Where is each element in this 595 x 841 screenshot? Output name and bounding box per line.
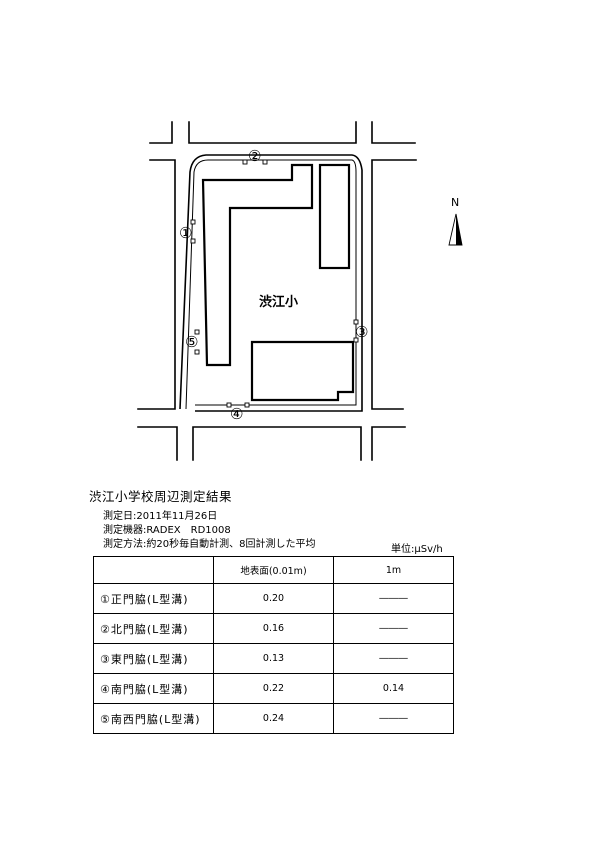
road-edge (371, 159, 417, 410)
measurement-method: 測定方法:約20秒毎自動計測、8回計測した平均 (103, 539, 316, 550)
road-edge (137, 426, 178, 461)
row-surface-value: 0.20 (213, 583, 334, 614)
row-surface-value: 0.16 (213, 613, 334, 644)
row-1m-value: ――― (333, 613, 454, 644)
road-edge (149, 121, 173, 144)
results-table: 地表面(0.01m) 1m ①正門脇(L型溝) 0.20 ――― ②北門脇(L型… (93, 556, 454, 734)
row-location: ⑤南西門脇(L型溝) (93, 703, 214, 734)
marker-2: ② (248, 147, 261, 165)
row-1m-value: ――― (333, 583, 454, 614)
table-header-row: 地表面(0.01m) 1m (93, 556, 454, 584)
table-row: ④南門脇(L型溝) 0.22 0.14 (93, 673, 454, 704)
report-title: 渋江小学校周辺測定結果 (89, 489, 233, 504)
marker-3: ③ (355, 323, 368, 341)
row-1m-value: 0.14 (333, 673, 454, 704)
marker-4: ④ (230, 405, 243, 423)
row-location: ①正門脇(L型溝) (93, 583, 214, 614)
building-west (201, 163, 314, 367)
row-surface-value: 0.13 (213, 643, 334, 674)
building-east (318, 163, 351, 270)
row-1m-value: ――― (333, 703, 454, 734)
table-row: ⑤南西門脇(L型溝) 0.24 ――― (93, 703, 454, 734)
road-edge (137, 159, 176, 410)
header-location (93, 556, 214, 584)
measurement-date: 測定日:2011年11月26日 (103, 511, 218, 522)
road-edge (188, 121, 357, 144)
row-surface-value: 0.24 (213, 703, 334, 734)
table-row: ①正門脇(L型溝) 0.20 ――― (93, 583, 454, 614)
school-inner-boundary (185, 159, 357, 410)
marker-5: ⑤ (185, 333, 198, 351)
school-map: ① ② ③ ④ ⑤ 渋江小 N (137, 121, 463, 461)
road-edge (371, 121, 416, 144)
school-boundary (179, 154, 363, 412)
measurement-device: 測定機器:RADEX RD1008 (103, 525, 231, 536)
table-row: ②北門脇(L型溝) 0.16 ――― (93, 613, 454, 644)
row-location: ②北門脇(L型溝) (93, 613, 214, 644)
row-1m-value: ――― (333, 643, 454, 674)
north-label: N (451, 196, 459, 209)
school-label: 渋江小 (259, 294, 298, 310)
road-edge (192, 426, 362, 461)
header-1m: 1m (333, 556, 454, 584)
row-location: ④南門脇(L型溝) (93, 673, 214, 704)
road-edge (371, 426, 406, 461)
marker-1: ① (179, 224, 192, 242)
table-row: ③東門脇(L型溝) 0.13 ――― (93, 643, 454, 674)
row-location: ③東門脇(L型溝) (93, 643, 214, 674)
row-surface-value: 0.22 (213, 673, 334, 704)
unit-label: 単位:μSv/h (391, 544, 443, 555)
building-south (250, 340, 355, 402)
header-surface: 地表面(0.01m) (213, 556, 334, 584)
